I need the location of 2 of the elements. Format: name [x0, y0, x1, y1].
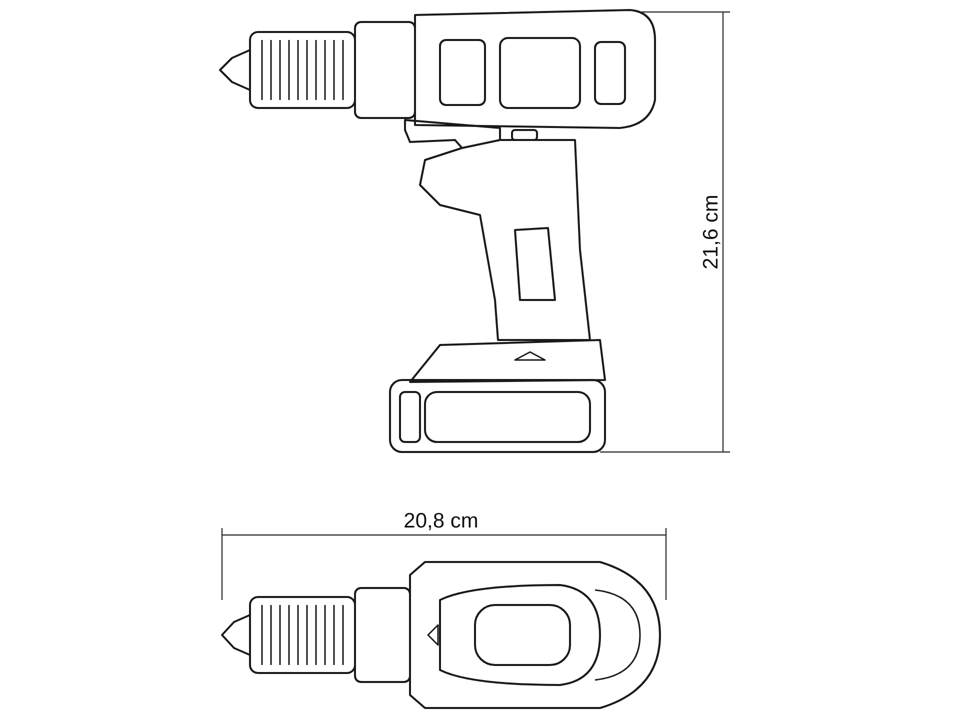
dimension-label: 20,8 cm — [404, 510, 478, 532]
dimension-label: 21,6 cm — [700, 194, 722, 270]
